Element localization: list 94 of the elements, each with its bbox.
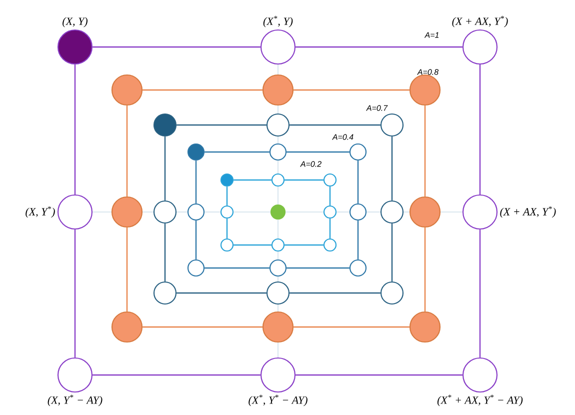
connector-line: [226, 186, 228, 206]
center-dot: [270, 204, 286, 220]
labeled-circle-node: (X$^{*}$, Y$^{*}$ − AY): [248, 357, 308, 406]
circle-node: [269, 259, 287, 277]
circle-node: [380, 200, 404, 224]
circle-node: [153, 113, 177, 137]
circle-node: [153, 281, 177, 305]
circle-node: [269, 143, 287, 161]
circle-node: [220, 238, 234, 252]
labeled-circle-node: (X, Y$^{*}$): [26, 194, 93, 230]
connector-line: [74, 230, 76, 358]
connector-line: [126, 228, 128, 312]
node-label: (X + AX, Y$^{*}$): [452, 16, 508, 28]
labeled-circle-node: (X, Y): [57, 17, 93, 65]
connector-line: [290, 292, 380, 294]
connector-line: [164, 136, 166, 200]
connector-line: [204, 151, 270, 153]
connector-line: [329, 186, 331, 206]
connector-line: [234, 244, 272, 246]
connector-line: [424, 228, 426, 312]
circle-node: [349, 259, 367, 277]
circle-node: [323, 205, 337, 219]
ring-label: A=1: [424, 32, 439, 38]
connector-line: [479, 230, 481, 358]
connector-line: [479, 64, 481, 194]
circle-node: [323, 238, 337, 252]
connector-line: [391, 136, 393, 200]
connector-line: [284, 244, 324, 246]
labeled-circle-node: (X$^{*}$, Y): [260, 16, 296, 65]
circle-node: [271, 238, 285, 252]
circle-node: [271, 173, 285, 187]
circle-node: [380, 113, 404, 137]
node-label: (X, Y$^{*}$ − AY): [48, 394, 102, 406]
circle-node: [262, 311, 294, 343]
circle-node: [262, 74, 294, 106]
connector-line: [126, 106, 128, 196]
node-label: (X + AX, Y$^{*}$): [500, 206, 556, 218]
circle-node: [187, 143, 205, 161]
node-label: (X$^{*}$, Y): [263, 16, 293, 28]
circle-node: [323, 173, 337, 187]
circle-node: [187, 203, 205, 221]
circle-node: [111, 196, 143, 228]
circle-node: [266, 113, 290, 137]
labeled-circle-node: (X, Y$^{*}$ − AY): [48, 357, 102, 406]
connector-line: [142, 326, 262, 328]
connector-line: [204, 267, 270, 269]
connector-line: [92, 374, 260, 376]
circle-node: [349, 143, 367, 161]
circle-node: [380, 281, 404, 305]
connector-line: [296, 374, 462, 376]
circle-node: [409, 196, 441, 228]
connector-line: [294, 326, 410, 328]
node-label: (X$^{*}$, Y$^{*}$ − AY): [248, 394, 308, 406]
circle-node: [111, 311, 143, 343]
connector-line: [294, 89, 410, 91]
circle-node: [349, 203, 367, 221]
connector-line: [286, 151, 350, 153]
labeled-circle-node: (X + AX, Y$^{*}$): [452, 16, 508, 65]
connector-line: [290, 124, 380, 126]
circle-node: [266, 281, 290, 305]
circle-node: [111, 74, 143, 106]
labeled-circle-node: (X$^{*}$ + AX, Y$^{*}$ − AY): [437, 357, 523, 406]
connector-line: [142, 89, 262, 91]
connector-line: [176, 124, 266, 126]
connector-line: [284, 179, 324, 181]
connector-line: [357, 220, 359, 260]
node-label: (X$^{*}$ + AX, Y$^{*}$ − AY): [437, 394, 523, 406]
circle-node: [409, 311, 441, 343]
circle-node: [409, 74, 441, 106]
connector-line: [195, 220, 197, 260]
ring-label: A=0.2: [300, 161, 322, 167]
circle-node: [220, 205, 234, 219]
connector-line: [195, 160, 197, 204]
labeled-circle-node: (X + AX, Y$^{*}$): [462, 194, 556, 230]
circle-node: [220, 173, 234, 187]
connector-line: [164, 224, 166, 282]
ring-label: A=0.7: [366, 105, 388, 111]
connector-line: [424, 106, 426, 196]
node-label: (X, Y): [62, 17, 88, 28]
ring-label: A=0.8: [417, 69, 439, 75]
connector-line: [296, 46, 462, 48]
ring-label: A=0.4: [332, 134, 354, 140]
connector-line: [74, 64, 76, 194]
node-label: (X, Y$^{*}$): [26, 206, 55, 218]
circle-node: [153, 200, 177, 224]
connector-line: [391, 224, 393, 282]
connector-line: [92, 46, 260, 48]
connector-line: [234, 179, 272, 181]
connector-line: [286, 267, 350, 269]
connector-line: [329, 218, 331, 238]
connector-line: [176, 292, 266, 294]
circle-node: [187, 259, 205, 277]
connector-line: [226, 218, 228, 238]
connector-line: [357, 160, 359, 204]
